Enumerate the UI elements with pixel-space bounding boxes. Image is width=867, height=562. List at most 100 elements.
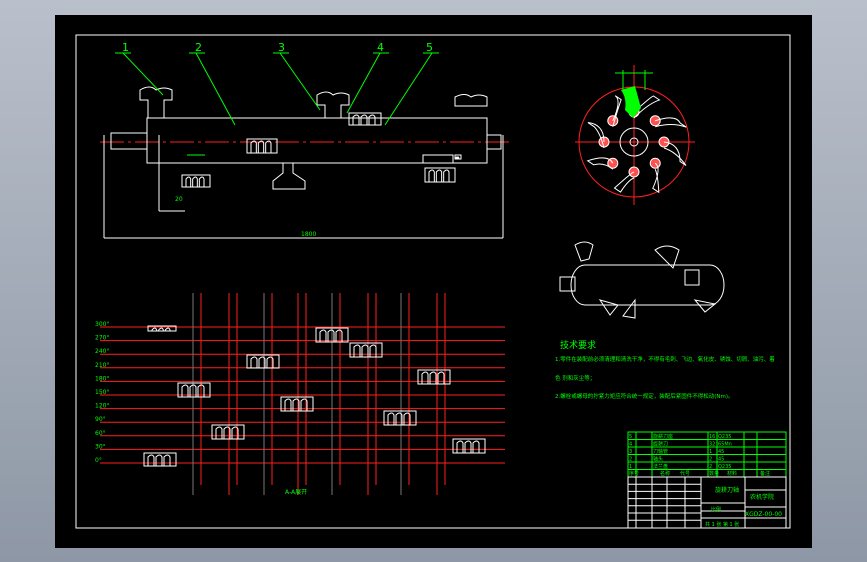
blade-slot bbox=[353, 344, 361, 357]
blade-slot bbox=[421, 371, 429, 384]
blade-seat bbox=[280, 396, 314, 412]
blade-slot bbox=[403, 412, 411, 425]
blade-1 bbox=[139, 86, 173, 119]
blade-slot bbox=[327, 329, 335, 342]
angle-label: 0° bbox=[95, 457, 102, 464]
blade-slot bbox=[360, 114, 368, 125]
blade-slot bbox=[456, 440, 464, 453]
blade-slot bbox=[185, 176, 192, 187]
blade-slot bbox=[197, 384, 205, 397]
blade-slot bbox=[464, 440, 472, 453]
parts-header-cell: 代号 bbox=[680, 470, 690, 477]
blade-seat bbox=[246, 138, 278, 154]
blade bbox=[613, 171, 635, 193]
blade-slot bbox=[368, 114, 376, 125]
blade-seat bbox=[315, 327, 349, 343]
blade-slot bbox=[335, 329, 343, 342]
development-caption: A-A展开 bbox=[285, 489, 307, 496]
angle-label: 90° bbox=[95, 416, 106, 423]
parts-cell: 旋耕刀座 bbox=[653, 433, 673, 440]
blade-slot bbox=[472, 440, 480, 453]
development-view: 300°270°240°210°180°150°120°90°60°30°0° bbox=[95, 293, 505, 495]
angle-label: 60° bbox=[95, 430, 106, 437]
blade-slot bbox=[395, 412, 403, 425]
parts-cell: Q235 bbox=[718, 464, 731, 470]
parts-cell: 1 bbox=[709, 449, 712, 455]
angle-label: 240° bbox=[95, 348, 109, 355]
blade-slot bbox=[158, 327, 164, 331]
sheet-count: 共 1 张 第 1 张 bbox=[705, 521, 739, 528]
tech-req-line: 1.零件在装配前必须清理和清洗干净，不得有毛刺、飞边、氧化皮、锈蚀、切屑、油污、… bbox=[555, 355, 775, 363]
parts-cell: 32 bbox=[709, 442, 715, 448]
parts-cell: 3 bbox=[629, 449, 632, 455]
blade-slot bbox=[429, 371, 437, 384]
blade-slot bbox=[147, 454, 155, 466]
blade-slot bbox=[266, 356, 274, 368]
blade bbox=[612, 95, 622, 127]
blade-slot bbox=[155, 454, 163, 466]
highlighted-blade bbox=[621, 86, 641, 118]
drawing-title: 旋耕刀轴 bbox=[715, 486, 739, 494]
tech-req-line: 色 剂和灰尘等； bbox=[555, 374, 595, 382]
blade-slot bbox=[215, 426, 223, 439]
school-name: 农机学院 bbox=[750, 493, 774, 501]
right-shaft-end bbox=[486, 134, 502, 150]
blade-seat bbox=[417, 369, 451, 385]
left-shaft-end bbox=[110, 132, 148, 150]
blade-slot bbox=[151, 327, 158, 331]
blade-slot bbox=[361, 344, 369, 357]
parts-cell: 1 bbox=[629, 464, 632, 470]
blade-seat bbox=[424, 167, 456, 183]
blade-seat bbox=[181, 174, 211, 188]
blade-slot bbox=[443, 169, 450, 182]
end-view bbox=[575, 65, 695, 205]
parts-cell: 45 bbox=[718, 457, 724, 463]
tech-req-title: 技术要求 bbox=[560, 339, 596, 351]
parts-cell: 45 bbox=[718, 449, 724, 455]
parts-cell: 2 bbox=[629, 457, 632, 463]
blade-slot bbox=[352, 114, 360, 125]
blade bbox=[587, 122, 605, 149]
drawing-number: XGDZ-00-00 bbox=[745, 511, 782, 518]
blade-bolt bbox=[649, 157, 661, 169]
blade bbox=[422, 154, 454, 164]
blade-slot bbox=[258, 356, 266, 368]
blade-3 bbox=[316, 91, 350, 119]
blade-slot bbox=[319, 329, 327, 342]
blade bbox=[663, 141, 687, 166]
parts-cell: 16 bbox=[709, 434, 715, 440]
overall-dimension: 1800 bbox=[301, 231, 316, 238]
parts-cell: 2 bbox=[709, 457, 712, 463]
parts-header-cell: 名称 bbox=[660, 470, 670, 477]
blade-slot bbox=[223, 426, 231, 439]
parts-cell: 旋耕刀 bbox=[653, 441, 668, 448]
parts-header-cell: 备注 bbox=[760, 470, 770, 477]
blade-slot bbox=[300, 398, 308, 411]
blade-slot bbox=[284, 398, 292, 411]
angle-label: 120° bbox=[95, 403, 109, 410]
isometric-view bbox=[559, 241, 725, 319]
technical-requirements: 技术要求 1.零件在装配前必须清理和清洗干净，不得有毛刺、飞边、氧化皮、锈蚀、切… bbox=[555, 339, 775, 400]
drawing-sheet[interactable]: 1800 20 1 2 3 4 5 技术要求 1.零件在 bbox=[55, 15, 812, 548]
blade-slot bbox=[369, 344, 377, 357]
blade-seat bbox=[383, 410, 417, 426]
parts-cell: 刀轴管 bbox=[653, 448, 668, 455]
blade-slot bbox=[437, 371, 445, 384]
parts-header-cell: 数量 bbox=[709, 470, 719, 477]
tech-req-line: 2.螺栓或螺母的拧紧力矩应符合统一规定，装配后紧固件不得松动(Nm)。 bbox=[555, 392, 734, 400]
parts-cell: 4 bbox=[629, 442, 632, 448]
blade-seat bbox=[211, 424, 245, 440]
blade-seat bbox=[177, 382, 211, 398]
blade-seat bbox=[246, 354, 280, 369]
blade-slot bbox=[292, 398, 300, 411]
blade-slot bbox=[387, 412, 395, 425]
blade bbox=[655, 117, 687, 128]
angle-label: 270° bbox=[95, 335, 109, 342]
angle-label: 30° bbox=[95, 443, 106, 450]
part-label-3: 3 bbox=[278, 41, 285, 54]
blade-slot bbox=[257, 140, 265, 153]
part-label-2: 2 bbox=[195, 41, 202, 54]
shaft-tube bbox=[146, 117, 488, 164]
blade-slot bbox=[435, 169, 443, 182]
